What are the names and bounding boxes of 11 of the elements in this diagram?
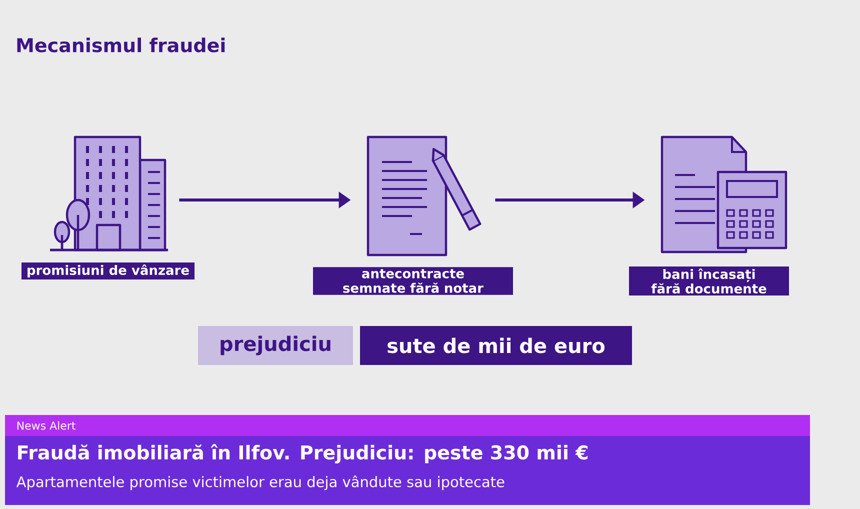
step-label: promisiuni de vânzare: [21, 262, 195, 280]
step-label: antecontracte semnate fără notar: [313, 267, 513, 295]
value-box: sute de mii de euro: [360, 326, 632, 365]
headline-banner: Fraudă imobiliară în Ilfov. Prejudiciu: peste 330 mii € Apartamentele promise victimelor erau deja vândute sau ipotecate: [5, 436, 810, 505]
step-label: bani încasați fără documente: [629, 266, 789, 296]
tag-band: News Alert: [5, 415, 810, 436]
signed-document-drawing: [366, 136, 482, 256]
calculator-document-drawing: [660, 136, 788, 254]
title: Mecanismul fraudei: [17, 38, 225, 52]
label-box: prejudiciu: [198, 326, 353, 365]
building-drawing: [50, 136, 168, 252]
